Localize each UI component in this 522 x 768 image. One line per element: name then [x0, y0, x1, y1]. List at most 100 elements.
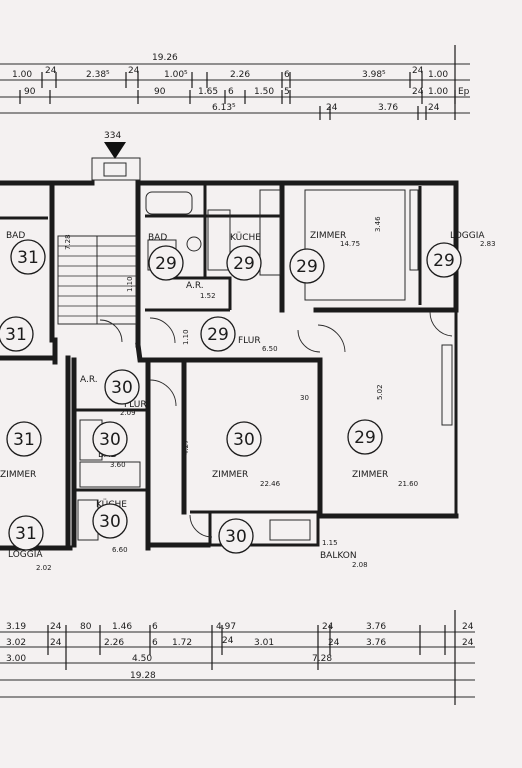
dim-top: 24 [128, 66, 140, 76]
room-name-zimmer: ZIMMER [212, 470, 248, 480]
dim-top: 1.00 [428, 87, 448, 97]
dim-top: 6 [228, 87, 234, 97]
dim-bottom: 4.97 [216, 622, 236, 632]
svg-text:30: 30 [99, 512, 121, 532]
room-name-loggia: LOGGIA [8, 550, 43, 560]
room-area: 14.75 [340, 240, 360, 248]
room-name-bad: BAD [148, 233, 167, 243]
room-name-kueche: KÜCHE [230, 232, 261, 243]
dim-bottom: 1.46 [112, 622, 132, 632]
dim-bottom: 24 [462, 622, 474, 632]
dim-top: 6 [284, 70, 290, 80]
dim-bottom: 3.02 [6, 638, 26, 648]
room-name-zimmer: ZIMMER [0, 470, 36, 480]
entrance-marker: 334 [91, 131, 141, 181]
door-swings [99, 311, 453, 538]
room-name-balkon: BALKON [320, 551, 357, 561]
svg-text:30: 30 [99, 430, 121, 450]
unit-marker: 29 [289, 248, 325, 284]
svg-text:29: 29 [433, 251, 455, 271]
svg-text:31: 31 [13, 430, 35, 450]
room-area: 21.60 [398, 480, 418, 488]
unit-marker: 31 [10, 239, 46, 275]
svg-text:29: 29 [233, 254, 255, 274]
dim-bottom: 24 [328, 638, 340, 648]
svg-text:29: 29 [354, 428, 376, 448]
room-name-abstellraum: A.R. [80, 375, 98, 385]
room-area: 2.83 [480, 240, 496, 248]
dim-top: 90 [24, 87, 36, 97]
room-area: 2.02 [36, 564, 52, 572]
walls [0, 180, 459, 551]
room-name-zimmer: ZIMMER [310, 231, 346, 241]
stair [57, 235, 137, 325]
dim-inner: 7.28 [64, 234, 72, 250]
dim-inner: 30 [300, 394, 309, 402]
dim-inner: 6.60 [112, 546, 128, 554]
unit-marker: 31 [6, 421, 42, 457]
dim-top: 24 [45, 66, 57, 76]
unit-marker: 29 [200, 316, 236, 352]
dim-bottom: 7.28 [312, 654, 332, 664]
dim-bottom: 3.00 [6, 654, 26, 664]
dim-bottom: 6 [152, 638, 158, 648]
svg-text:29: 29 [296, 257, 318, 277]
svg-text:31: 31 [17, 248, 39, 268]
svg-text:29: 29 [155, 254, 177, 274]
dim-top: 2.38⁵ [86, 70, 110, 80]
dim-top: 3.98⁵ [362, 70, 386, 80]
room-name-bad: BAD [6, 231, 25, 241]
bottom-dimension-chains: 3.19 24 80 1.46 6 4.97 24 3.76 24 3.02 2… [0, 610, 475, 705]
unit-marker: 30 [226, 421, 262, 457]
dim-top: 1.00⁵ [164, 70, 188, 80]
dim-top: 24 [412, 66, 424, 76]
dim-bottom: 4.50 [132, 654, 152, 664]
dimension-ticks-top [19, 45, 456, 120]
entrance-arrow-icon [104, 142, 126, 159]
dim-bottom: 80 [80, 622, 92, 632]
room-name-loggia: LOGGIA [450, 231, 485, 241]
dim-bottom: 24 [222, 636, 234, 646]
unit-marker: 30 [92, 421, 128, 457]
room-name-flur: FLUR [238, 336, 261, 346]
dim-bottom: 24 [50, 638, 62, 648]
dim-top: Ep [458, 87, 470, 97]
svg-text:30: 30 [233, 430, 255, 450]
svg-text:29: 29 [207, 325, 229, 345]
dim-inner: 5.02 [376, 384, 384, 400]
inner-dimensions: 3.46 4.27 5.02 7.28 1.10 1.15 1.10 30 6.… [64, 216, 384, 554]
room-area: 1.52 [200, 292, 216, 300]
dim-inner: 1.15 [322, 539, 338, 547]
dim-top-total: 19.26 [152, 53, 178, 63]
dim-top: 1.65 [198, 87, 218, 97]
dim-top: 24 [428, 103, 440, 113]
unit-marker: 29 [226, 245, 262, 281]
dim-bottom: 24 [462, 638, 474, 648]
dim-inner: 1.10 [126, 276, 134, 292]
svg-text:31: 31 [15, 524, 37, 544]
unit-marker: 30 [218, 518, 254, 554]
dim-top: 90 [154, 87, 166, 97]
room-area: 2.08 [352, 561, 368, 569]
room-area: 2.09 [120, 409, 136, 417]
unit-marker: 31 [8, 515, 44, 551]
dim-bottom: 3.01 [254, 638, 274, 648]
room-name-flur: FLUR [124, 400, 147, 410]
dim-top: 1.00 [12, 70, 32, 80]
dim-top: 3.76 [378, 103, 398, 113]
svg-text:31: 31 [5, 325, 27, 345]
dim-bottom: 2.26 [104, 638, 124, 648]
dim-inner: 3.46 [374, 216, 382, 232]
unit-marker: 29 [148, 245, 184, 281]
room-area: 3.60 [110, 461, 126, 469]
dim-top: 1.50 [254, 87, 274, 97]
dim-bottom: 3.19 [6, 622, 26, 632]
room-name-zimmer: ZIMMER [352, 470, 388, 480]
unit-marker: 30 [92, 503, 128, 539]
svg-text:30: 30 [225, 527, 247, 547]
dim-bottom: 3.76 [366, 622, 386, 632]
unit-marker: 29 [426, 242, 462, 278]
dim-top: 2.26 [230, 70, 250, 80]
room-name-abstellraum: A.R. [186, 281, 204, 291]
